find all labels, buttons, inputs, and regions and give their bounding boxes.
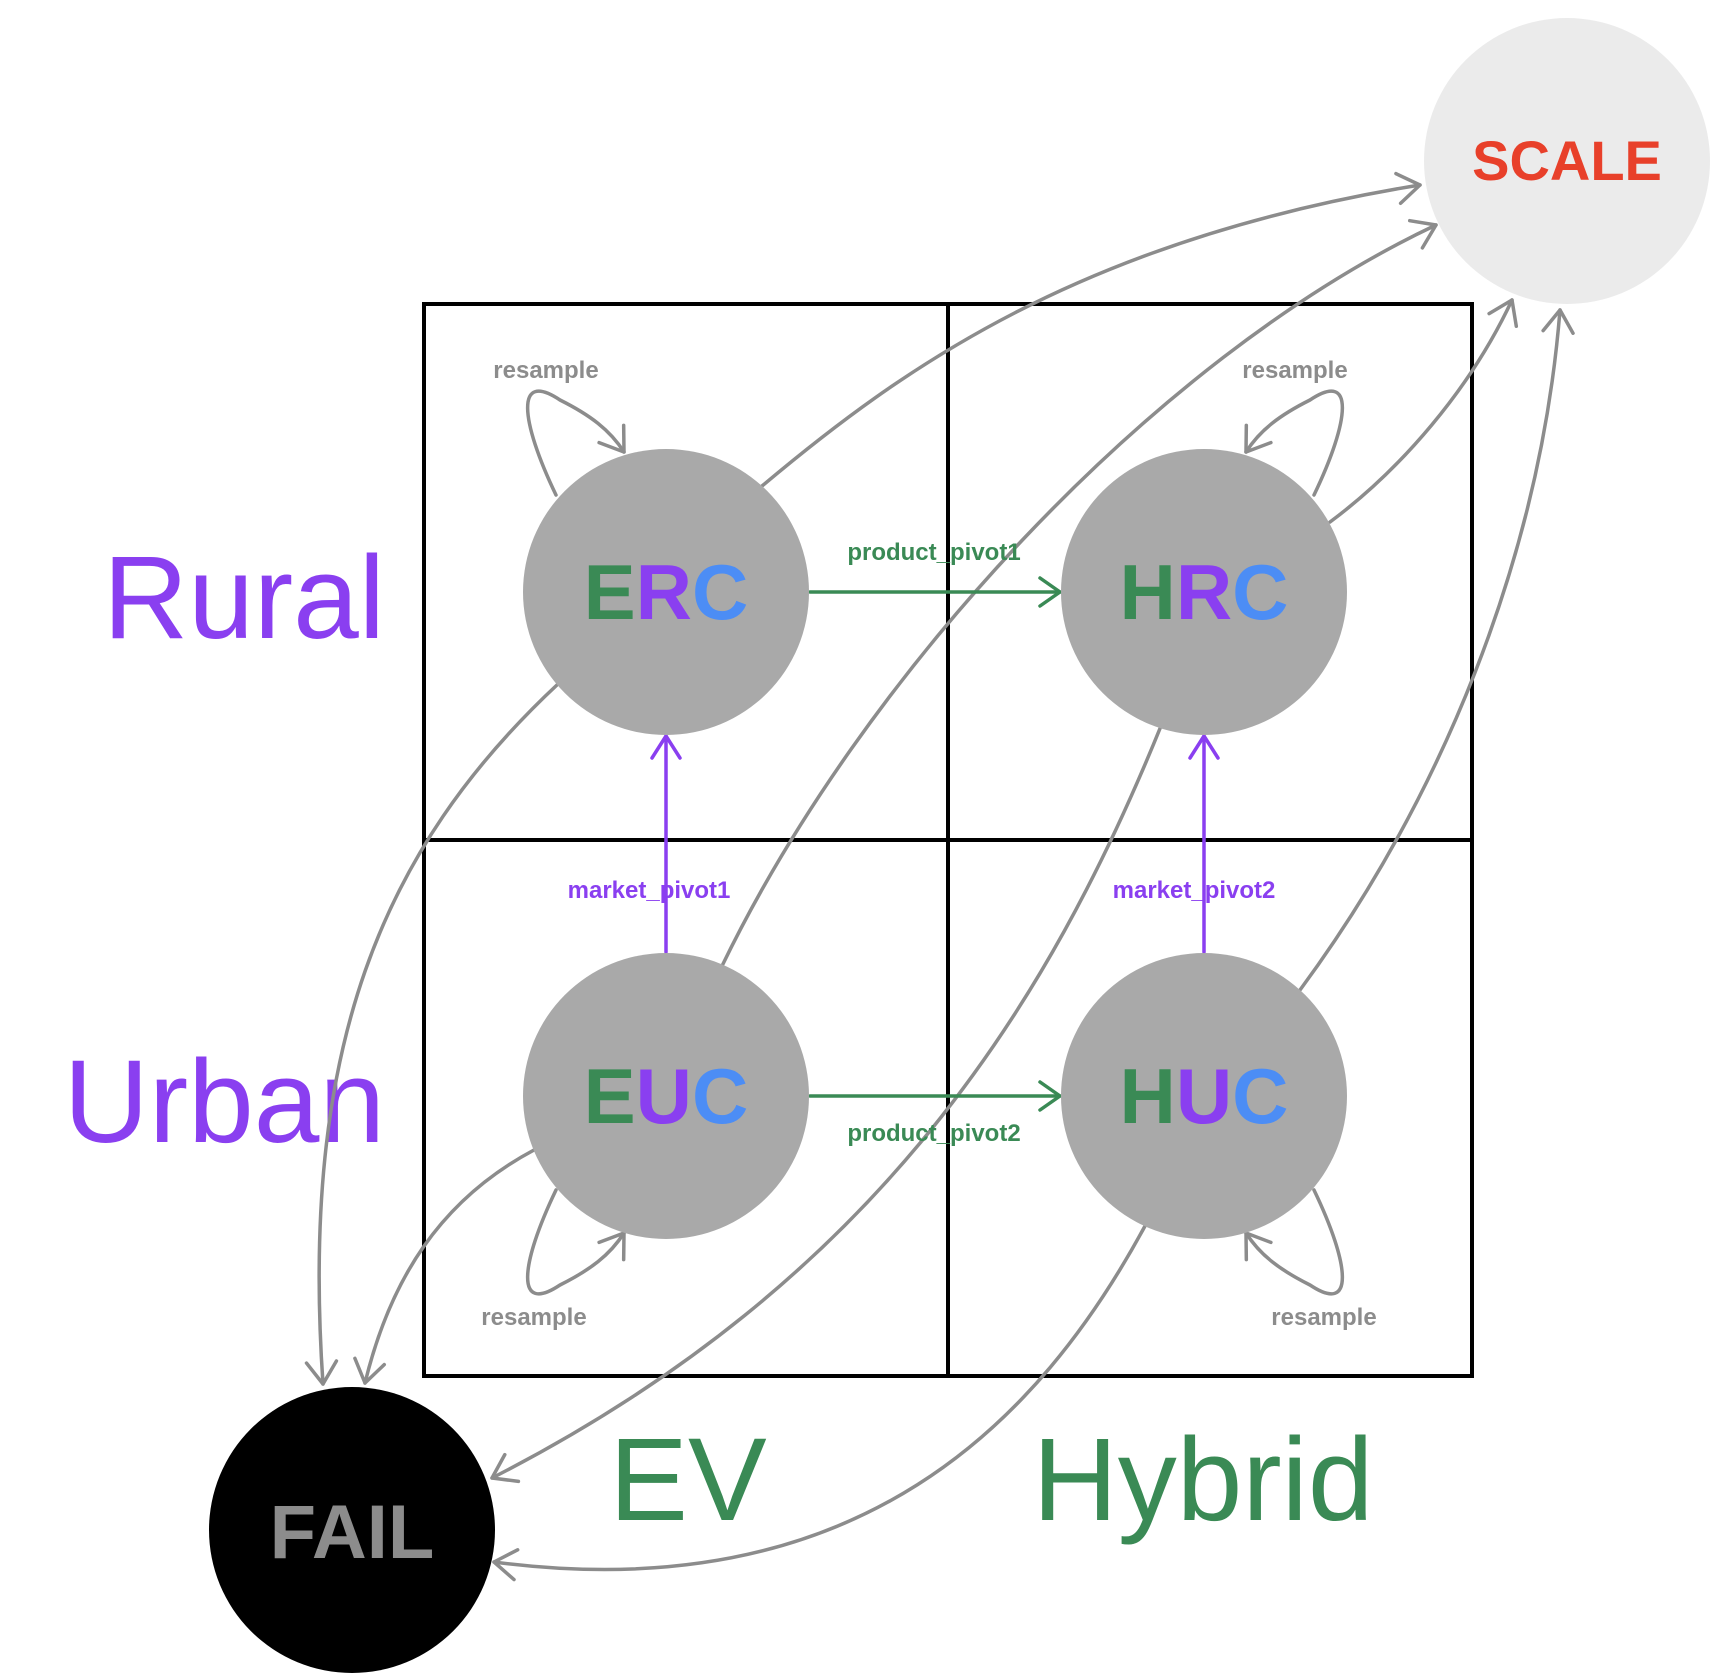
node-scale: SCALE [1424,18,1710,304]
edge-huc-to-fail [492,1224,1147,1572]
node-erc: ERC [523,449,809,735]
arrowhead-market-pivot2 [1188,734,1220,760]
terminal-edges [304,171,1575,1582]
node-euc-circle [523,953,809,1239]
node-hrc: HRC [1061,449,1347,735]
edge-euc-to-fail [363,1148,536,1385]
col-label-hybrid: Hybrid [1033,1414,1374,1546]
edge-erc-to-scale [760,183,1422,488]
arrowhead-hrc-fail [490,1452,521,1484]
arrowhead-hrc-resample [1244,423,1273,454]
arrowhead-huc-fail [492,1548,520,1582]
node-hrc-circle [1061,449,1347,735]
pivot-edges [650,576,1220,1112]
edge-huc-to-scale [1298,308,1562,992]
node-hrc-label: HRC [1119,548,1288,636]
arrowhead-euc-scale [1407,218,1438,250]
arrowhead-product-pivot2 [1038,1080,1062,1112]
node-fail-label: FAIL [270,1490,435,1575]
node-fail-circle [209,1387,495,1673]
edge-erc-resample [525,389,626,497]
arrowhead-huc-scale [1541,308,1575,335]
label-market-pivot2: market_pivot2 [1113,877,1276,904]
node-scale-circle [1424,18,1710,304]
edge-hrc-to-fail [490,724,1163,1480]
node-huc-circle [1061,953,1347,1239]
edge-hrc-resample [1244,389,1345,497]
edge-euc-resample [525,1188,626,1296]
grid [422,302,1474,1378]
arrowhead-huc-resample [1244,1231,1273,1262]
node-fail: FAIL [209,1387,495,1673]
label-resample-huc: resample [1271,1304,1376,1331]
node-huc: HUC [1061,953,1347,1239]
edge-huc-resample [1244,1188,1345,1296]
arrowhead-market-pivot1 [650,734,682,760]
arrowhead-erc-resample [597,423,626,454]
arrowhead-euc-fail [353,1356,386,1385]
label-market-pivot1: market_pivot1 [568,877,731,904]
label-product-pivot2: product_pivot2 [847,1120,1020,1147]
node-huc-label: HUC [1119,1052,1288,1140]
row-label-rural: Rural [103,532,385,664]
node-erc-circle [523,449,809,735]
row-label-urban: Urban [64,1036,385,1168]
node-scale-label: SCALE [1472,129,1662,192]
label-resample-euc: resample [481,1304,586,1331]
arrowhead-hrc-scale [1487,298,1519,329]
node-euc: EUC [523,953,809,1239]
node-euc-label: EUC [584,1052,749,1140]
label-product-pivot1: product_pivot1 [847,539,1020,566]
label-resample-erc: resample [493,357,598,384]
edge-erc-to-fail [317,682,560,1386]
arrowhead-erc-fail [304,1359,339,1386]
label-resample-hrc: resample [1242,357,1347,384]
node-erc-label: ERC [584,548,749,636]
edge-hrc-to-scale [1328,298,1514,524]
edge-euc-to-scale [720,223,1438,968]
arrowhead-euc-resample [597,1231,626,1262]
col-label-ev: EV [609,1414,767,1546]
arrowhead-erc-scale [1394,171,1422,206]
arrowhead-product-pivot1 [1038,576,1062,608]
